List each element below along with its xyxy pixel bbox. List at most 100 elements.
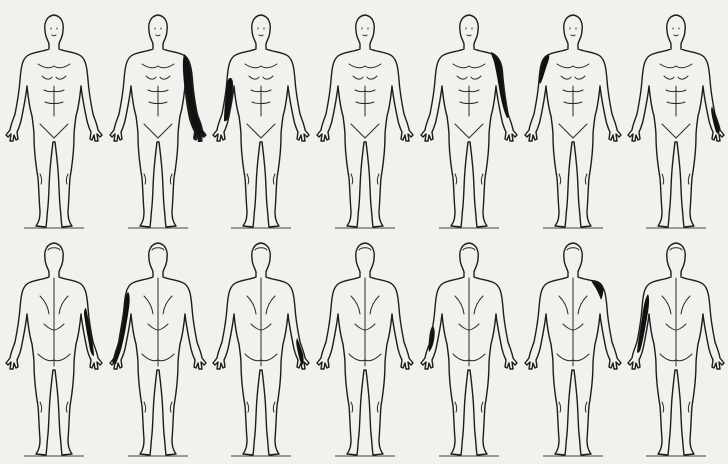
- anatomy-line: [561, 76, 571, 79]
- anatomy-line: [247, 124, 275, 138]
- anatomy-line: [457, 76, 467, 79]
- hairline: [152, 248, 164, 250]
- anatomy-line: [42, 76, 52, 79]
- anatomy-line: [351, 174, 379, 184]
- body-figure-front: [209, 6, 313, 236]
- body-outline-svg: [106, 234, 210, 464]
- body-outline-svg: [313, 6, 417, 236]
- body-figure-back: [2, 234, 106, 464]
- anatomy-line: [362, 28, 368, 29]
- anatomy-line: [52, 35, 56, 36]
- anatomy-line: [155, 28, 161, 29]
- anatomy-line: [163, 296, 172, 314]
- anatomy-line: [245, 64, 277, 68]
- anatomy-line: [570, 28, 576, 29]
- anatomy-line: [266, 296, 275, 314]
- body-outline-svg: [521, 234, 625, 464]
- anatomy-line: [247, 402, 275, 412]
- body-figure-front: [313, 6, 417, 236]
- body-silhouette: [525, 15, 621, 227]
- body-figure-front: [624, 6, 728, 236]
- anatomy-line: [455, 402, 483, 412]
- anatomy-line: [247, 174, 275, 184]
- body-silhouette: [213, 15, 309, 227]
- anatomy-line: [144, 124, 172, 138]
- body-figure-back: [106, 234, 210, 464]
- anatomy-line: [40, 296, 49, 314]
- hairline: [670, 248, 682, 250]
- anatomy-line: [575, 76, 585, 79]
- body-outline-svg: [209, 6, 313, 236]
- anatomy-line: [363, 35, 367, 36]
- anatomy-line: [662, 296, 671, 314]
- anatomy-line: [40, 174, 68, 184]
- body-outline-svg: [2, 234, 106, 464]
- body-figure-back: [313, 234, 417, 464]
- body-figure-front: [106, 6, 210, 236]
- anatomy-line: [660, 64, 692, 68]
- anatomy-line: [51, 28, 57, 29]
- anatomy-line: [559, 402, 587, 412]
- anatomy-line: [471, 76, 481, 79]
- anatomy-line: [353, 76, 363, 79]
- anatomy-line: [559, 124, 587, 138]
- anatomy-line: [674, 35, 678, 36]
- body-outline-svg: [521, 6, 625, 236]
- anatomy-line: [144, 174, 172, 184]
- anatomy-line: [664, 76, 674, 79]
- anatomy-line: [678, 76, 688, 79]
- anatomy-line: [144, 296, 153, 314]
- anatomy-line: [367, 76, 377, 79]
- anatomy-line: [38, 64, 70, 68]
- body-figure-back: [521, 234, 625, 464]
- body-silhouette: [421, 15, 517, 227]
- anatomy-line: [662, 174, 690, 184]
- anatomy-line: [263, 76, 273, 79]
- anatomy-line: [578, 296, 587, 314]
- anatomy-line: [56, 76, 66, 79]
- anatomy-line: [662, 124, 690, 138]
- anatomy-line: [455, 174, 483, 184]
- body-figure-front: [2, 6, 106, 236]
- body-outline-svg: [417, 6, 521, 236]
- hairline: [255, 248, 267, 250]
- hairline: [463, 248, 475, 250]
- anatomy-line: [559, 174, 587, 184]
- body-silhouette: [317, 15, 413, 227]
- anatomy-line: [474, 296, 483, 314]
- anatomy-line: [351, 296, 360, 314]
- hairline: [48, 248, 60, 250]
- body-outline-svg: [106, 6, 210, 236]
- anatomy-line: [249, 76, 259, 79]
- anatomy-line: [455, 296, 464, 314]
- body-outline-svg: [209, 234, 313, 464]
- anatomy-line: [455, 124, 483, 138]
- anatomy-line: [662, 402, 690, 412]
- body-figure-back: [417, 234, 521, 464]
- anatomy-line: [258, 28, 264, 29]
- body-figure-back: [209, 234, 313, 464]
- anatomy-line: [144, 402, 172, 412]
- body-outline-svg: [2, 6, 106, 236]
- anatomy-line: [557, 64, 589, 68]
- body-silhouette: [628, 15, 724, 227]
- body-silhouette: [6, 15, 102, 227]
- anatomy-line: [571, 35, 575, 36]
- anatomy-line: [349, 64, 381, 68]
- anatomy-line: [40, 124, 68, 138]
- anatomy-line: [59, 296, 68, 314]
- anatomy-line: [673, 28, 679, 29]
- hairline: [567, 248, 579, 250]
- body-figure-front: [521, 6, 625, 236]
- body-outline-svg: [417, 234, 521, 464]
- anatomy-line: [40, 402, 68, 412]
- body-figure-front: [417, 6, 521, 236]
- anatomy-line: [681, 296, 690, 314]
- anatomy-line: [559, 296, 568, 314]
- body-outline-svg: [624, 234, 728, 464]
- anatomy-line: [351, 124, 379, 138]
- body-outline-svg: [313, 234, 417, 464]
- body-silhouette: [110, 15, 206, 227]
- anatomy-line: [259, 35, 263, 36]
